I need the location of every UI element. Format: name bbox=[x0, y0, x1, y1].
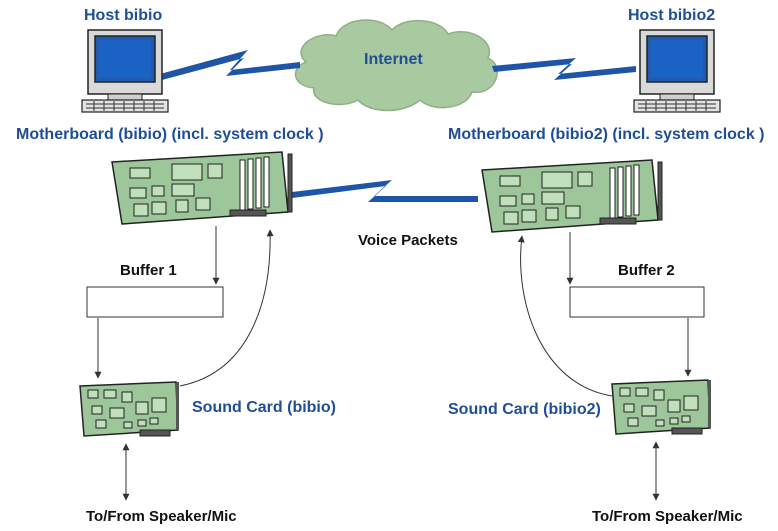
link-bolt-host-left bbox=[160, 50, 300, 80]
motherboard-right bbox=[481, 159, 663, 233]
host-pc-right bbox=[633, 29, 721, 113]
host-left-label: Host bibio bbox=[84, 7, 163, 24]
buffer-1-box bbox=[86, 286, 224, 318]
link-bolt-voice bbox=[292, 180, 478, 202]
motherboard-left bbox=[111, 151, 293, 225]
sound-card-right-label: Sound Card (bibio2) bbox=[448, 401, 601, 418]
buffer-1-label: Buffer 1 bbox=[120, 262, 177, 279]
io-right-label: To/From Speaker/Mic bbox=[592, 508, 743, 525]
internet-cloud bbox=[294, 19, 498, 112]
link-bolt-host-right bbox=[492, 58, 636, 80]
buffer-2-box bbox=[569, 286, 705, 318]
sound-card-left-label: Sound Card (bibio) bbox=[192, 399, 336, 416]
sound-card-right bbox=[611, 379, 712, 435]
motherboard-left-label: Motherboard (bibio) (incl. system clock … bbox=[16, 126, 324, 143]
io-left-label: To/From Speaker/Mic bbox=[86, 508, 237, 525]
internet-label: Internet bbox=[364, 51, 423, 68]
host-right-label: Host bibio2 bbox=[628, 7, 716, 24]
sound-card-left bbox=[79, 381, 180, 437]
buffer-2-label: Buffer 2 bbox=[618, 262, 675, 279]
host-pc-left bbox=[81, 29, 169, 113]
voice-packets-label: Voice Packets bbox=[358, 232, 458, 249]
arrow-sound-card-to-mb-left bbox=[179, 229, 274, 387]
motherboard-right-label: Motherboard (bibio2) (incl. system clock… bbox=[448, 126, 765, 143]
arrow-sound-card-to-mb-right bbox=[517, 235, 613, 397]
